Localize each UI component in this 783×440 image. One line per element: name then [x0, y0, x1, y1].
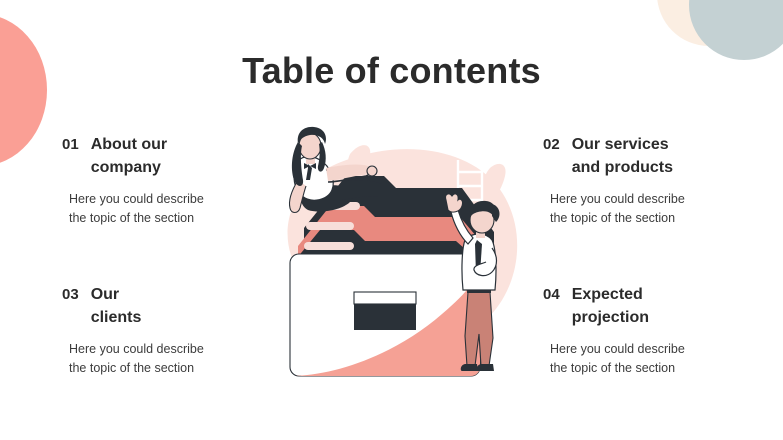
toc-item-02[interactable]: 02 Our services and products Here you co… — [543, 133, 773, 227]
toc-item-04-number: 04 — [543, 286, 560, 303]
toc-item-01-number: 01 — [62, 136, 79, 153]
cream-circle-top-right-icon — [657, 0, 761, 46]
toc-item-02-number: 02 — [543, 136, 560, 153]
folder-label-card — [353, 291, 417, 330]
toc-item-03-description: Here you could describe the topic of the… — [69, 342, 204, 375]
toc-item-03-title: Our clients — [90, 286, 142, 327]
toc-item-04-head: 04 Expected projection — [543, 283, 773, 329]
toc-item-01[interactable]: 01 About our company Here you could desc… — [62, 133, 292, 227]
toc-item-03-head: 03 Our clients — [62, 283, 292, 329]
toc-item-04-description: Here you could describe the topic of the… — [550, 342, 685, 375]
toc-item-01-title: About our company — [90, 136, 168, 177]
toc-item-04[interactable]: 04 Expected projection Here you could de… — [543, 283, 773, 377]
toc-item-03[interactable]: 03 Our clients Here you could describe t… — [62, 283, 292, 377]
ladder-outline — [456, 160, 484, 206]
woman-sitting-on-folder — [288, 126, 382, 214]
toc-item-02-head: 02 Our services and products — [543, 133, 773, 179]
page-title: Table of contents — [242, 50, 541, 91]
toc-item-02-description: Here you could describe the topic of the… — [550, 192, 685, 225]
toc-item-01-description: Here you could describe the topic of the… — [69, 192, 204, 225]
toc-item-02-title: Our services and products — [571, 136, 674, 177]
folder-illustration — [246, 124, 536, 392]
toc-item-03-number: 03 — [62, 286, 79, 303]
large-file-folder — [289, 176, 494, 377]
toc-item-01-head: 01 About our company — [62, 133, 292, 179]
man-standing-beside-folder — [445, 193, 500, 371]
toc-item-04-title: Expected projection — [571, 286, 650, 327]
